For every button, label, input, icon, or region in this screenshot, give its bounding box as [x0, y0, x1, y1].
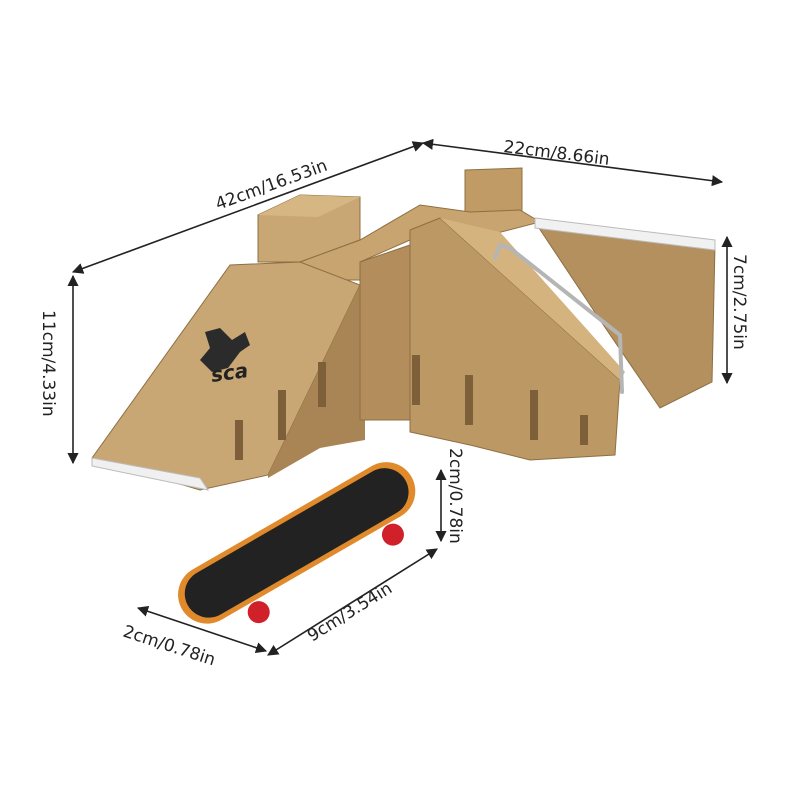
- left-ramp-side: [268, 285, 365, 478]
- left-ramp-coping: [91, 457, 210, 491]
- width-label: 22cm/8.66in: [502, 137, 610, 170]
- quarter-pipe-coping: [534, 217, 716, 251]
- grind-rail: [493, 242, 624, 394]
- board-width-label: 2cm/0.78in: [120, 622, 217, 671]
- skater-silhouette-icon: [200, 328, 250, 372]
- height-left-label: 11cm/4.33in: [38, 310, 58, 417]
- ramp-logo: sca: [200, 328, 250, 387]
- board-length-arrow: [267, 548, 438, 656]
- stair-steps: [440, 218, 625, 380]
- length-arrow: [71, 141, 425, 274]
- wheel-front: [381, 523, 404, 546]
- board-height-label: 2cm/0.78in: [445, 448, 465, 544]
- width-arrow: [421, 138, 724, 187]
- skate-ramp-set: sca: [91, 167, 716, 491]
- ramp-logo-text: sca: [209, 358, 249, 387]
- fingerboard-grip: [184, 468, 409, 618]
- ramp-slots: [235, 355, 588, 460]
- height-right-label: 7cm/2.75in: [729, 254, 749, 350]
- dimension-lines: [67, 138, 733, 656]
- board-width-arrow: [136, 605, 268, 654]
- board-length-label: 9cm/3.54in: [304, 579, 396, 647]
